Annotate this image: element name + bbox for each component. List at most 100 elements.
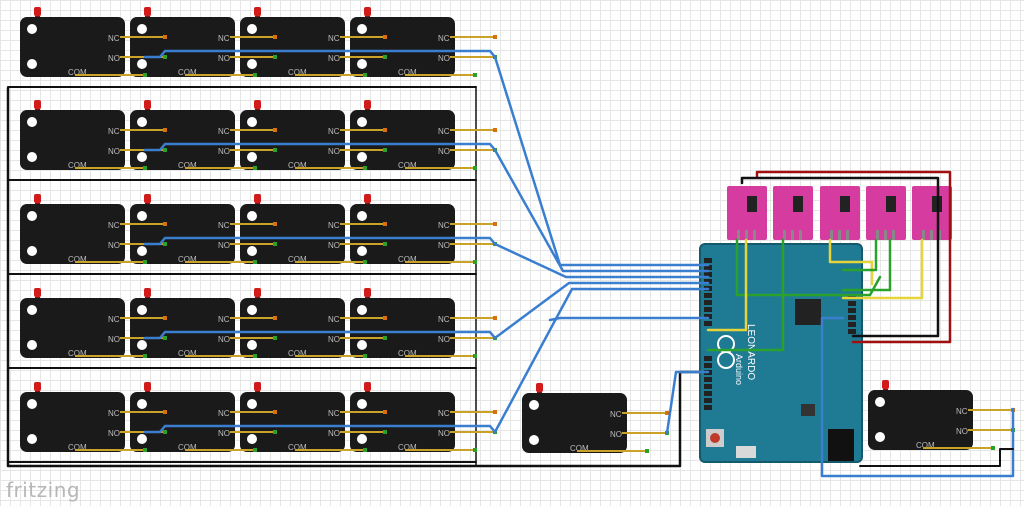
switch-label-com: COM: [398, 443, 417, 452]
lead-tip: [143, 166, 147, 170]
switch-actuator: [254, 382, 261, 391]
fritzing-logo: fritzing: [6, 478, 81, 502]
lead-tip: [665, 411, 669, 415]
usb-port: [736, 446, 756, 458]
module-pin: [838, 230, 841, 240]
switch-mount-hole: [875, 432, 885, 442]
aux-signal-wire: [548, 316, 710, 322]
lead-tip: [363, 73, 367, 77]
module-pin: [737, 230, 740, 240]
lead-tip: [383, 430, 387, 434]
switch-leads: [185, 316, 277, 358]
row-signal-wire: [493, 287, 710, 434]
switch-mount-hole: [27, 246, 37, 256]
row-signal-wire: [493, 55, 710, 267]
switch-leads: [295, 222, 387, 264]
header-pin: [848, 294, 856, 299]
mcu-chip: [795, 299, 821, 325]
switch-label-com: COM: [68, 443, 87, 452]
switch-layer: NCNOCOMNCNOCOMNCNOCOMNCNOCOMNCNOCOMNCNOC…: [20, 7, 973, 453]
switch-body: [350, 17, 455, 77]
switch-mount-hole: [27, 399, 37, 409]
switch-label-nc: NC: [218, 409, 230, 418]
switch-label-nc: NC: [328, 34, 340, 43]
switch-body: [20, 204, 125, 264]
switch-label-com: COM: [398, 161, 417, 170]
power-jack: [828, 429, 854, 461]
switch-body: [20, 110, 125, 170]
header-pin: [848, 301, 856, 306]
switch-actuator: [882, 380, 889, 389]
switch-mount-hole: [247, 399, 257, 409]
lead-tip: [163, 35, 167, 39]
header-pin: [704, 405, 712, 410]
switch-body: [868, 390, 973, 450]
switch-body: [240, 110, 345, 170]
switch-label-no: NO: [108, 335, 120, 344]
switch-label-no: NO: [218, 429, 230, 438]
switch-label-no: NO: [328, 147, 340, 156]
switch-label-nc: NC: [438, 315, 450, 324]
header-pin: [704, 265, 712, 270]
switch-actuator: [364, 194, 371, 203]
header-pin: [848, 308, 856, 313]
switch-actuator: [34, 100, 41, 109]
switch-label-no: NO: [328, 241, 340, 250]
header-pin: [704, 356, 712, 361]
switch-actuator: [144, 382, 151, 391]
switch-actuator: [34, 288, 41, 297]
switch-body: [240, 204, 345, 264]
switch-body: [350, 204, 455, 264]
switch-mount-hole: [247, 117, 257, 127]
lead-tip: [363, 260, 367, 264]
switch-label-nc: NC: [438, 409, 450, 418]
lead-tip: [383, 336, 387, 340]
lead-tip: [383, 128, 387, 132]
switch-label-nc: NC: [218, 34, 230, 43]
module-pin: [846, 230, 849, 240]
switch-mount-hole: [875, 397, 885, 407]
switch-leads: [295, 316, 387, 358]
lead-tip: [473, 166, 477, 170]
lead-tip: [493, 35, 497, 39]
lead-tip: [473, 448, 477, 452]
switch-mount-hole: [137, 59, 147, 69]
switch-label-com: COM: [916, 441, 935, 450]
switch-label-com: COM: [288, 349, 307, 358]
right-switch-wire: [820, 316, 1015, 478]
switch-actuator: [364, 100, 371, 109]
lead-tip: [253, 73, 257, 77]
lead-tip: [163, 242, 167, 246]
lead-tip: [383, 410, 387, 414]
row-signal-wire: [493, 148, 710, 273]
module-trimmer: [747, 196, 757, 212]
module-pin: [745, 230, 748, 240]
switch-mount-hole: [137, 117, 147, 127]
row-bus-wire: [143, 330, 497, 340]
switch-mount-hole: [247, 152, 257, 162]
switch-actuator: [144, 100, 151, 109]
wire-layer-front: [75, 35, 1015, 478]
lead-tip: [273, 128, 277, 132]
row-bus-wire: [143, 424, 497, 434]
switch-actuator: [144, 288, 151, 297]
header-pin: [704, 384, 712, 389]
lead-tip: [273, 148, 277, 152]
switch-mount-hole: [137, 305, 147, 315]
module-pin: [783, 230, 786, 240]
switch-mount-hole: [137, 246, 147, 256]
module-trimmer: [840, 196, 850, 212]
switch-body: [522, 393, 627, 453]
switch-mount-hole: [27, 340, 37, 350]
